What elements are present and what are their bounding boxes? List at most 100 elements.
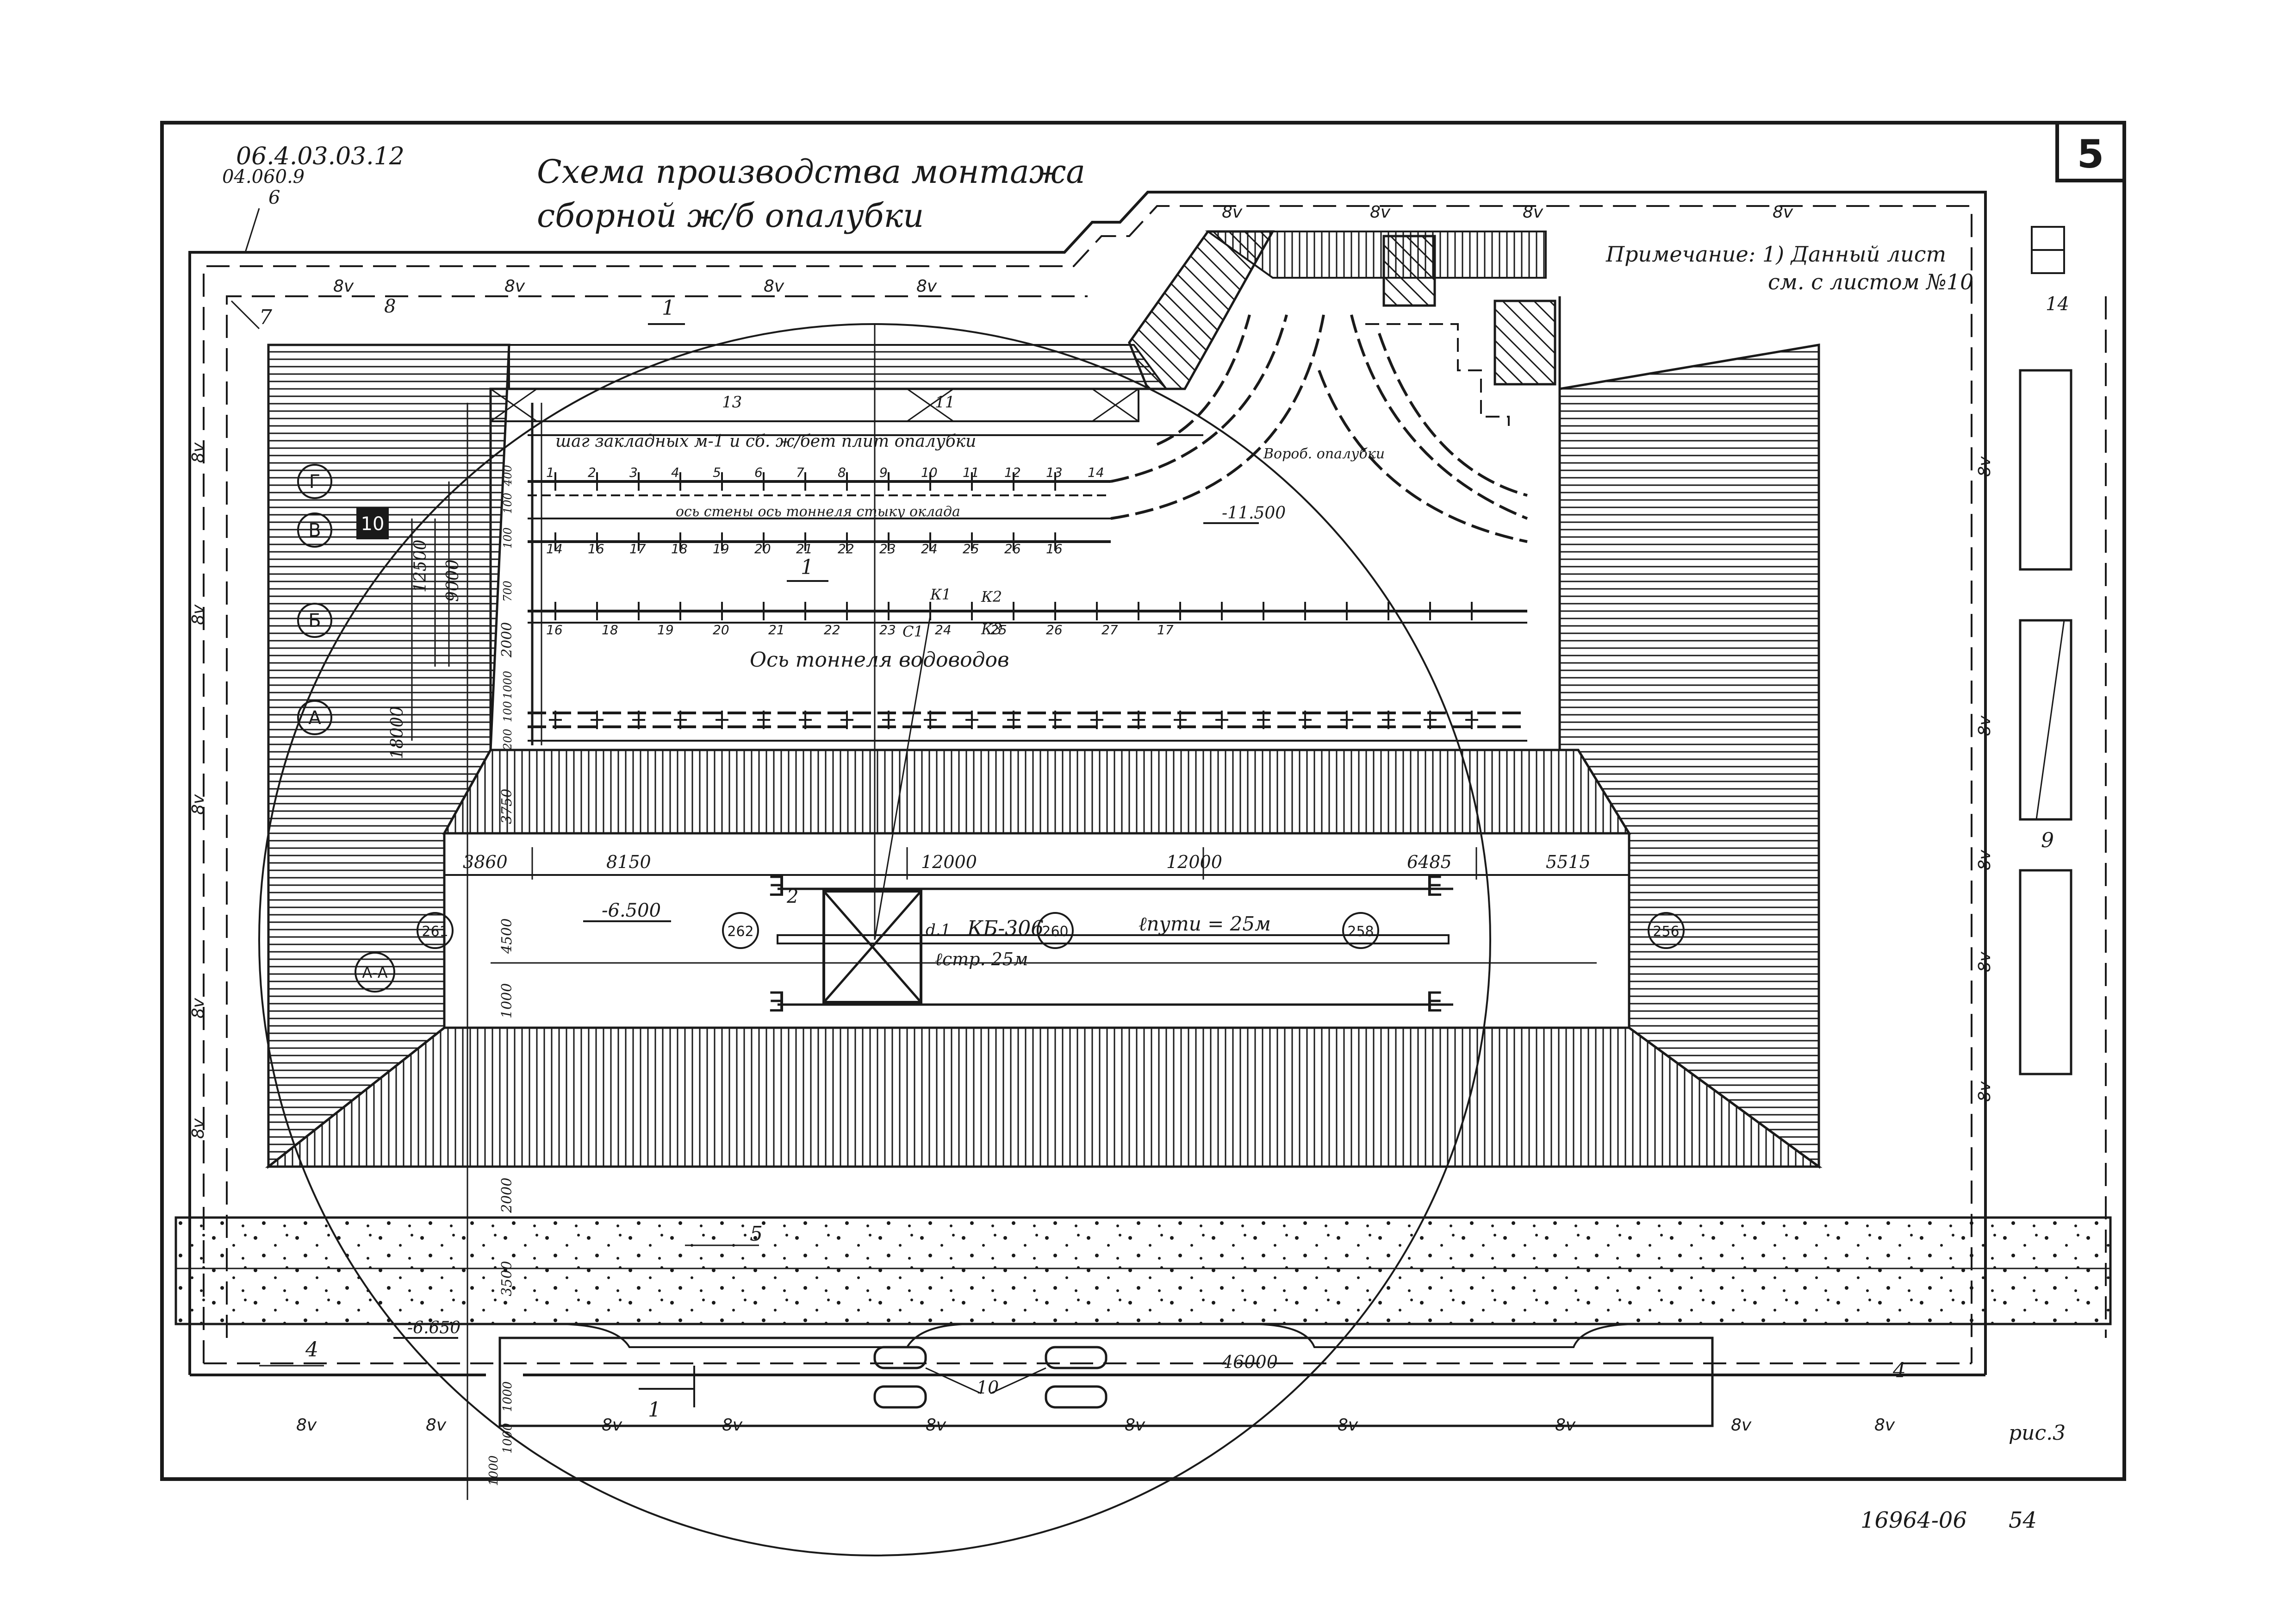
formwork-mark-label: 17 xyxy=(629,541,646,556)
dim-v-9000: 9000 xyxy=(443,559,462,602)
drawing-frame xyxy=(160,121,2126,1481)
formwork-mark-label: 25 xyxy=(963,541,979,556)
fence-mark: 8v xyxy=(504,277,525,296)
station-label: 262 xyxy=(727,924,753,940)
storage-panel xyxy=(2019,619,2072,821)
dim-v-18000: 18000 xyxy=(388,706,407,759)
storage-panel xyxy=(2019,369,2072,571)
crane-base xyxy=(822,890,922,1004)
formwork-marks xyxy=(549,472,1478,729)
label-2: 2 xyxy=(786,886,798,907)
formwork-mark-label: 11 xyxy=(963,465,979,480)
formwork-mark-label: 1 xyxy=(546,465,554,480)
fence-mark: 8v xyxy=(1523,203,1543,222)
tunnel-axis-note: Ось тоннеля водоводов xyxy=(750,648,1009,672)
station-label: 258 xyxy=(1347,924,1374,940)
formwork-mark-label: 27 xyxy=(1101,622,1118,637)
formwork-mark-label: 8 xyxy=(838,465,846,480)
dim-h-5515: 5515 xyxy=(1546,852,1591,872)
ramp-diagonal xyxy=(1128,230,1275,390)
crane-area: Ǝ Е Ǝ Е d.1 КБ-306 ℓпути = 25м ℓстр. 25м… xyxy=(491,870,1597,1018)
formwork-mark-label: 21 xyxy=(768,622,785,637)
fence-mark: 8v xyxy=(296,1416,317,1435)
label-9: 9 xyxy=(2041,829,2054,852)
crane-boom-pick xyxy=(874,615,931,940)
ramp-top-strip xyxy=(1205,231,1547,279)
fence-mark: 8v xyxy=(189,442,208,463)
fence-mark: 8v xyxy=(1975,849,1994,870)
slope-bottom xyxy=(265,1026,1823,1168)
fence-mark: 8v xyxy=(916,277,937,296)
k3-label: К3 xyxy=(981,620,1002,638)
dim-v-1000d: 1000 xyxy=(487,1455,501,1486)
formwork-mark-label: 24 xyxy=(921,541,938,556)
station-label: 261 xyxy=(422,924,448,940)
fence-mark: 8v xyxy=(1975,715,1994,736)
storage-length: 46000 xyxy=(1221,1352,1278,1372)
panel-stack xyxy=(1045,1346,1108,1369)
road: 5 xyxy=(174,1216,2112,1348)
fence-mark: 8v xyxy=(1975,951,1994,972)
station-circle xyxy=(417,912,454,949)
label-14: 14 xyxy=(2046,294,2069,315)
label-6: 6 xyxy=(268,187,280,208)
storage-area xyxy=(498,1337,1714,1427)
crane-prefix: d.1 xyxy=(926,921,951,939)
sheet-number-box xyxy=(2055,121,2126,182)
formwork-mark-label: 18 xyxy=(602,622,618,637)
station-label: 256 xyxy=(1653,924,1679,940)
fence-mark: 8v xyxy=(189,604,208,625)
panel-stack xyxy=(873,1346,927,1369)
axis-aa-label: А-А xyxy=(362,964,387,981)
panel-stack xyxy=(873,1385,927,1409)
road-widening xyxy=(555,1323,972,1348)
formwork-mark-label: 20 xyxy=(713,622,729,637)
footer-code: 16964-06 xyxy=(1860,1507,1967,1533)
curve-formwork-note: Вороб. опалубки xyxy=(1263,446,1385,462)
dim-h-12000a: 12000 xyxy=(921,852,977,872)
formwork-mark-label: 16 xyxy=(588,541,604,556)
label-11: 11 xyxy=(935,393,955,412)
axis-v-label: В xyxy=(308,520,321,541)
marker-10-label: 10 xyxy=(361,513,385,535)
road-widening xyxy=(1249,1323,1639,1348)
rail-end-mark: Е xyxy=(1425,986,1443,1018)
station-label: 260 xyxy=(1042,924,1068,940)
formwork-mark-label: 22 xyxy=(824,622,840,637)
dim-h-8150: 8150 xyxy=(606,852,651,872)
station-circle xyxy=(722,912,759,949)
dim-v-small: 700 xyxy=(501,581,514,602)
label-7: 7 xyxy=(259,306,272,329)
c1-label: С1 xyxy=(902,623,923,640)
fence-mark: 8v xyxy=(1731,1416,1752,1435)
sheet-number: 5 xyxy=(2077,131,2104,177)
slope-top xyxy=(508,344,1168,390)
fence-mark: 8v xyxy=(1222,203,1243,222)
label-5: 5 xyxy=(750,1222,763,1246)
axis-a-label: А xyxy=(308,707,321,729)
formwork-mark-label: 21 xyxy=(796,541,813,556)
label-4-right: 4 xyxy=(1892,1359,1906,1382)
dim-v-small: 200 xyxy=(501,729,514,750)
formwork-mark-label: 17 xyxy=(1157,622,1174,637)
formwork-mark-label: 14 xyxy=(546,541,563,556)
formwork-mark-label: 23 xyxy=(879,541,896,556)
dim-v-1000: 1000 xyxy=(499,983,515,1018)
dim-v-small: 100 xyxy=(501,527,514,549)
axis-bubble-v xyxy=(297,512,332,548)
fence-mark: 8v xyxy=(764,277,784,296)
hatched-block xyxy=(1382,235,1436,307)
dim-v-small: 100 xyxy=(501,493,514,514)
crane-reach: ℓстр. 25м xyxy=(935,949,1028,969)
formwork-mark-label: 19 xyxy=(713,541,729,556)
dim-v-1000b: 1000 xyxy=(501,1381,515,1412)
axis-b-label: Б xyxy=(308,610,321,631)
formwork-mark-label: 6 xyxy=(754,465,763,480)
formwork-mark-label: 26 xyxy=(1046,622,1063,637)
axis-g-label: Г xyxy=(309,471,320,493)
formwork-mark-label: 7 xyxy=(796,465,804,480)
axis-bubble-a xyxy=(297,700,332,735)
station-circle xyxy=(1648,912,1685,949)
k1-label: К1 xyxy=(930,586,951,603)
figure-label: рис.3 xyxy=(2009,1421,2066,1445)
